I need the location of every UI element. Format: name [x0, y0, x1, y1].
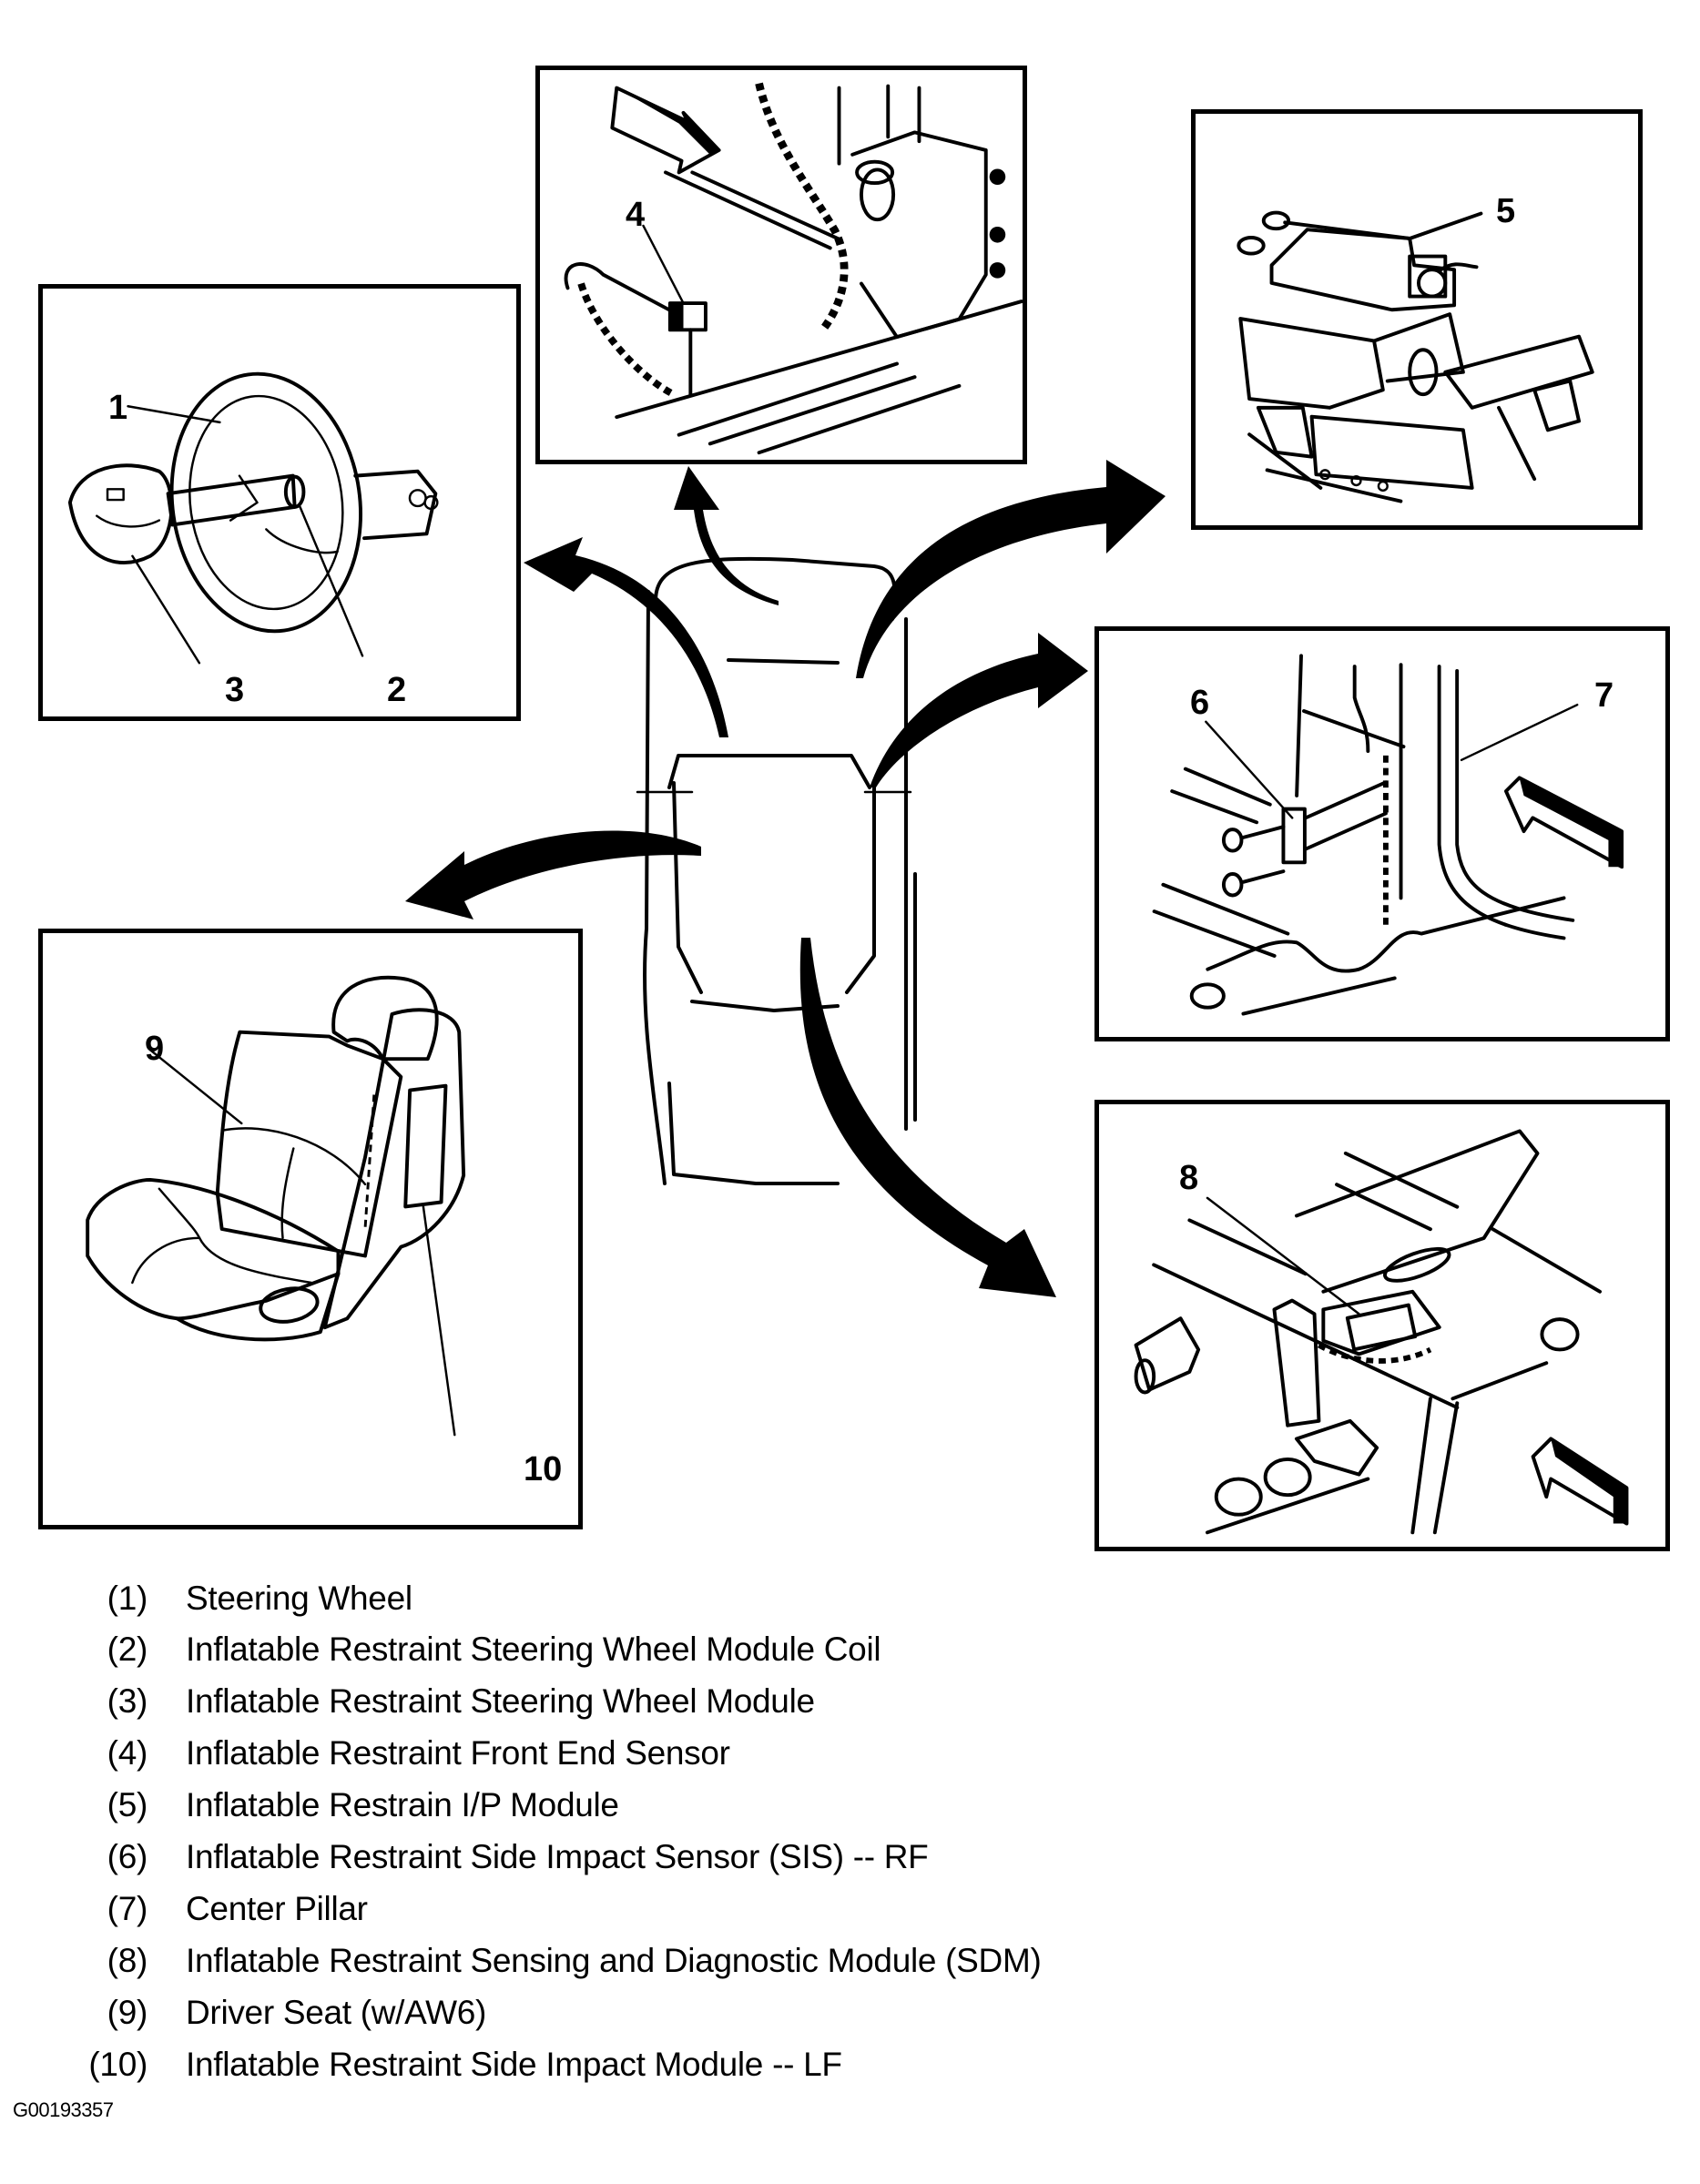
callout-2: 2 — [387, 671, 407, 709]
driver-seat-panel: 9 10 — [38, 929, 583, 1529]
arrow-to-driver-seat — [405, 830, 701, 919]
steering-wheel-illustration — [67, 371, 439, 665]
front-end-sensor-panel: 4 — [535, 66, 1027, 464]
ip-module-illustration — [1237, 210, 1594, 503]
legend-label: Center Pillar — [186, 1890, 368, 1927]
arrow-to-sdm — [799, 938, 1056, 1297]
legend-label: Inflatable Restraint Side Impact Module … — [186, 2046, 842, 2083]
legend-number: (6) — [107, 1838, 148, 1875]
legend-number: (8) — [107, 1942, 148, 1979]
side-impact-sensor-illustration — [1152, 654, 1624, 1016]
legend-label: Inflatable Restraint Sensing and Diagnos… — [186, 1942, 1042, 1979]
legend-label: Steering Wheel — [186, 1580, 412, 1617]
callout-7: 7 — [1594, 676, 1614, 715]
legend-number: (4) — [107, 1734, 148, 1772]
arrow-to-front-sensor — [674, 466, 779, 605]
legend-number: (9) — [107, 1994, 148, 2031]
legend-number: (3) — [107, 1682, 148, 1720]
driver-seat-illustration — [86, 975, 466, 1437]
callout-4: 4 — [626, 196, 646, 234]
legend-number: (2) — [107, 1630, 148, 1668]
sdm-illustration — [1134, 1129, 1629, 1535]
legend-number: (10) — [88, 2046, 148, 2083]
side-impact-sensor-panel: 6 7 — [1094, 626, 1670, 1041]
ip-module-panel: 5 — [1191, 109, 1643, 530]
callout-5: 5 — [1496, 192, 1516, 230]
legend-label: Driver Seat (w/AW6) — [186, 1994, 487, 2031]
legend-number: (7) — [107, 1890, 148, 1927]
legend-label: Inflatable Restraint Side Impact Sensor … — [186, 1838, 929, 1875]
legend-number: (1) — [107, 1580, 148, 1617]
callout-1: 1 — [108, 389, 128, 427]
arrow-to-side-sensor — [870, 633, 1088, 787]
legend-label: Inflatable Restrain I/P Module — [186, 1786, 619, 1823]
legend-number: (5) — [107, 1786, 148, 1823]
callout-8: 8 — [1179, 1159, 1199, 1197]
legend-label: Inflatable Restraint Steering Wheel Modu… — [186, 1630, 881, 1668]
legend-label: Inflatable Restraint Steering Wheel Modu… — [186, 1682, 815, 1720]
callout-9: 9 — [145, 1030, 165, 1068]
front-end-sensor-illustration — [564, 82, 1023, 455]
figure-id: G00193357 — [13, 2098, 114, 2121]
legend-label: Inflatable Restraint Front End Sensor — [186, 1734, 730, 1772]
callout-10: 10 — [524, 1450, 563, 1488]
arrow-to-steering-wheel — [524, 537, 728, 737]
sdm-panel: 8 — [1094, 1100, 1670, 1551]
steering-wheel-panel: 1 2 3 — [38, 284, 521, 721]
callout-6: 6 — [1190, 684, 1210, 722]
vehicle-outline — [636, 556, 917, 1185]
callout-3: 3 — [225, 671, 245, 709]
